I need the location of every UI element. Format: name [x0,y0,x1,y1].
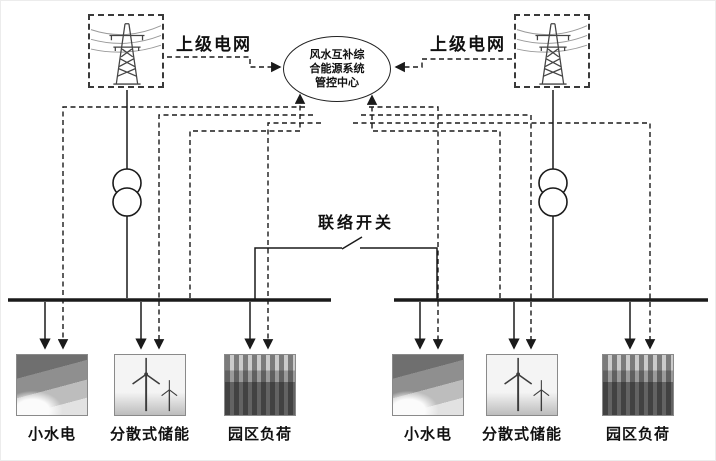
control-center-ellipse: 风水互补综 合能源系统 管控中心 [283,36,391,102]
transmission-tower-icon [516,23,588,85]
transmission-tower-icon [90,23,162,85]
wind-turbine-image-right [486,354,558,416]
power-lines [8,90,708,350]
control-signal-lines [57,56,656,350]
load-label-hydro-right: 小水电 [403,427,452,443]
upper-grid-box-right [514,14,590,88]
industrial-park-image-left [224,354,296,416]
upper-grid-box-left [88,14,164,88]
signal-center-to-park-left [262,122,321,350]
signal-center-to-hydro-left [57,106,305,350]
tie-switch-blade [341,236,363,250]
load-label-hydro-left: 小水电 [27,427,76,443]
hydro-dam-image-left [16,354,88,416]
tie-line [254,247,438,300]
load-label-park-left: 园区负荷 [227,427,292,443]
transformer-symbol-right [538,168,568,217]
wind-turbine-image-left [114,354,186,416]
load-label-storage-right: 分散式储能 [481,427,562,443]
signal-bus-left-to-center [189,93,306,298]
signal-grid-left-to-center [167,56,282,73]
signal-center-to-park-right [353,122,656,350]
signal-bus-right-to-center [366,94,501,298]
signal-center-to-storage-right [361,114,537,350]
hydro-dam-image-right [392,354,464,416]
industrial-park-image-right [602,354,674,416]
control-center-line-3: 管控中心 [315,77,359,90]
signal-center-to-storage-left [153,114,313,350]
load-label-park-right: 园区负荷 [605,427,670,443]
tie-switch-label: 联络开关 [317,215,394,232]
upper-grid-label-right: 上级电网 [430,35,506,54]
load-label-storage-left: 分散式储能 [109,427,190,443]
signal-grid-right-to-center [394,58,512,73]
upper-grid-label-left: 上级电网 [176,35,252,54]
signal-center-to-hydro-right [369,106,444,350]
control-center-line-1: 风水互补综 [309,48,365,61]
wind-turbine-icon [132,357,178,412]
control-center-line-2: 合能源系统 [309,62,365,75]
wind-turbine-icon [504,357,550,412]
transformer-symbol-left [112,168,142,217]
